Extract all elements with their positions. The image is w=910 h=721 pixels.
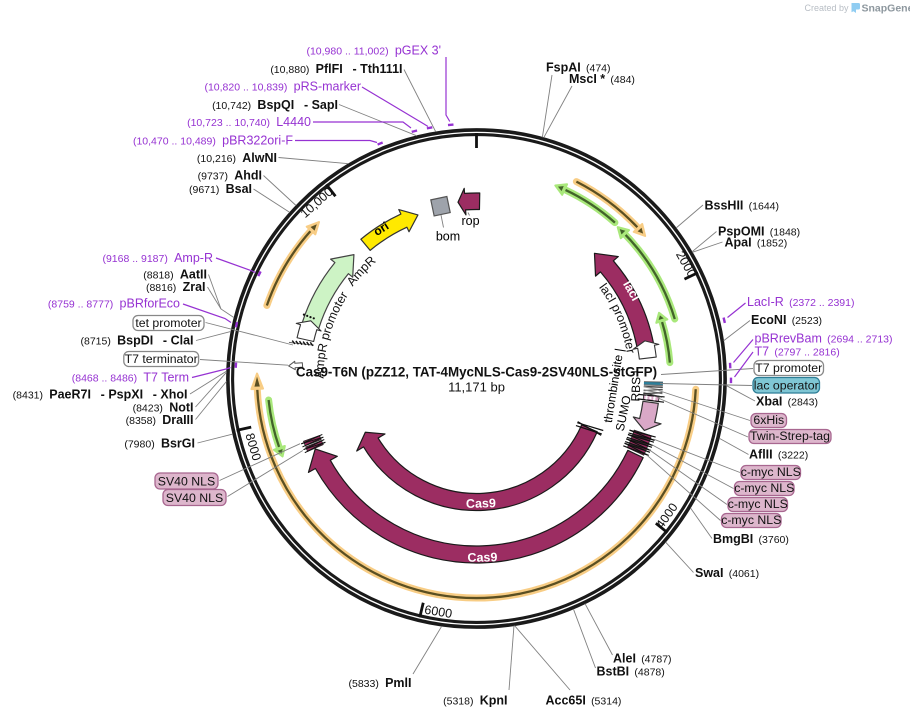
svg-text:(9737) AhdI: (9737) AhdI — [198, 169, 262, 183]
svg-text:(8759 .. 8777) pBRforEco: (8759 .. 8777) pBRforEco — [48, 297, 180, 311]
svg-text:T7 (2797 .. 2816): T7 (2797 .. 2816) — [755, 345, 840, 359]
svg-text:Cas9-T6N (pZZ12, TAT-4MycNLS-C: Cas9-T6N (pZZ12, TAT-4MycNLS-Cas9-2SV40N… — [296, 365, 657, 380]
svg-text:EcoNI (2523): EcoNI (2523) — [751, 313, 822, 327]
svg-text:XbaI (2843): XbaI (2843) — [756, 395, 818, 409]
svg-text:(10,880) PflFI - Tth111I: (10,880) PflFI - Tth111I — [270, 62, 402, 76]
svg-text:(8816) ZraI: (8816) ZraI — [146, 280, 206, 294]
svg-text:(10,723 .. 10,740) L4440: (10,723 .. 10,740) L4440 — [187, 115, 311, 129]
svg-text:T7 promoter: T7 promoter — [755, 361, 822, 375]
svg-text:(5833) PmlI: (5833) PmlI — [348, 676, 411, 690]
svg-text:pBRrevBam (2694 .. 2713): pBRrevBam (2694 .. 2713) — [755, 332, 893, 346]
svg-text:SwaI (4061): SwaI (4061) — [695, 566, 759, 580]
svg-text:6xHis: 6xHis — [753, 413, 784, 427]
svg-text:(8431) PaeR7I - PspXI - XhoI: (8431) PaeR7I - PspXI - XhoI — [13, 388, 188, 402]
svg-text:BssHII (1644): BssHII (1644) — [705, 199, 780, 213]
svg-text:Twin-Strep-tag: Twin-Strep-tag — [750, 429, 830, 443]
svg-text:c-myc NLS: c-myc NLS — [734, 481, 794, 495]
svg-text:(9671) BsaI: (9671) BsaI — [189, 182, 252, 196]
svg-text:BmgBI (3760): BmgBI (3760) — [713, 532, 789, 546]
svg-text:(7980) BsrGI: (7980) BsrGI — [124, 437, 195, 451]
svg-text:SV40 NLS: SV40 NLS — [166, 491, 223, 505]
svg-text:c-myc NLS: c-myc NLS — [741, 465, 801, 479]
svg-text:AleI (4787): AleI (4787) — [613, 652, 672, 666]
svg-text:(9168 .. 9187) Amp-R: (9168 .. 9187) Amp-R — [102, 251, 213, 265]
svg-text:LacI-R (2372 .. 2391): LacI-R (2372 .. 2391) — [747, 295, 854, 309]
svg-text:(10,980 .. 11,002) pGEX 3': (10,980 .. 11,002) pGEX 3' — [306, 44, 441, 58]
svg-text:c-myc NLS: c-myc NLS — [728, 497, 788, 511]
svg-text:Cas9: Cas9 — [467, 550, 497, 565]
svg-text:MscI * (484): MscI * (484) — [569, 72, 635, 86]
svg-text:AflII (3222): AflII (3222) — [749, 448, 808, 462]
svg-text:Acc65I (5314): Acc65I (5314) — [546, 694, 622, 708]
svg-text:(8715) BspDI - ClaI: (8715) BspDI - ClaI — [80, 334, 193, 348]
svg-text:rop: rop — [461, 214, 479, 228]
svg-text:bom: bom — [436, 230, 460, 244]
svg-text:c-myc NLS: c-myc NLS — [721, 513, 781, 527]
svg-text:(10,470 .. 10,489) pBR322ori-F: (10,470 .. 10,489) pBR322ori-F — [133, 134, 293, 148]
svg-text:11,171 bp: 11,171 bp — [448, 380, 505, 395]
svg-text:(8358) DraIII: (8358) DraIII — [126, 413, 194, 427]
svg-text:SV40 NLS: SV40 NLS — [158, 475, 215, 489]
svg-text:tet promoter: tet promoter — [135, 316, 201, 330]
svg-text:(10,742) BspQI - SapI: (10,742) BspQI - SapI — [212, 98, 338, 112]
svg-text:Created by: Created by — [804, 3, 849, 13]
svg-text:(8468 .. 8486) T7 Term: (8468 .. 8486) T7 Term — [72, 371, 189, 385]
svg-text:(10,820 .. 10,839) pRS-marker: (10,820 .. 10,839) pRS-marker — [204, 80, 361, 94]
svg-text:SnapGene: SnapGene — [862, 3, 910, 15]
svg-text:BstBI (4878): BstBI (4878) — [597, 665, 665, 679]
svg-text:(10,216) AlwNI: (10,216) AlwNI — [197, 151, 277, 165]
svg-text:Cas9: Cas9 — [466, 496, 496, 511]
svg-text:T7 terminator: T7 terminator — [125, 352, 198, 366]
svg-text:(5318) KpnI: (5318) KpnI — [443, 694, 507, 708]
svg-text:ApaI (1852): ApaI (1852) — [725, 236, 788, 250]
svg-text:lac operator: lac operator — [754, 379, 819, 393]
